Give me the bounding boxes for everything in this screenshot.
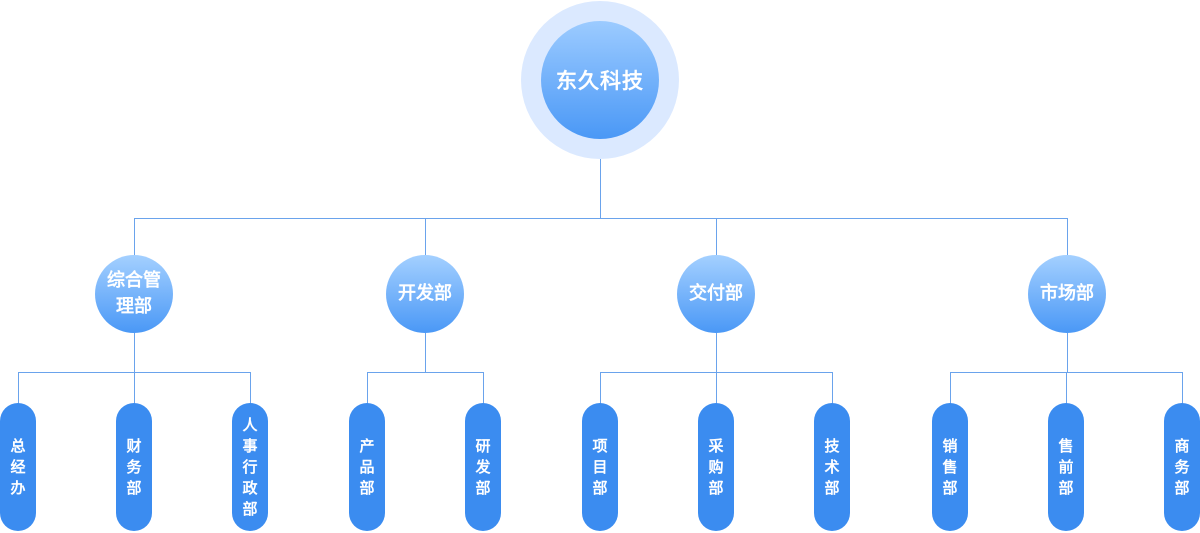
- sub-department-label: 产品部: [359, 436, 375, 497]
- connector-leaf-1-3: [250, 372, 251, 404]
- department-label: 综合管理部: [107, 270, 161, 317]
- sub-department-label: 项目部: [592, 436, 608, 497]
- root-node-label: 东久科技: [556, 69, 644, 93]
- sub-department-label: 采购部: [708, 436, 724, 497]
- connector-leaf-3-2: [716, 372, 717, 404]
- department-node-1: 综合管理部: [95, 255, 173, 333]
- sub-department-label: 总经办: [10, 436, 26, 497]
- connector-root: [600, 159, 601, 219]
- department-label: 市场部: [1040, 283, 1094, 304]
- connector-dept-bus: [134, 218, 1068, 219]
- sub-department-node: 技术部: [814, 403, 850, 531]
- sub-department-label: 财务部: [126, 436, 142, 497]
- connector-dept-2-bus: [367, 372, 484, 373]
- sub-department-label: 售前部: [1058, 436, 1074, 497]
- connector-leaf-2-1: [367, 372, 368, 404]
- connector-leaf-1-2: [134, 372, 135, 404]
- sub-department-node: 产品部: [349, 403, 385, 531]
- sub-department-label: 技术部: [824, 436, 840, 497]
- sub-department-node: 研发部: [465, 403, 501, 531]
- connector-dept-4: [1067, 218, 1068, 255]
- sub-department-label: 研发部: [475, 436, 491, 497]
- department-node-2: 开发部: [386, 255, 464, 333]
- connector-dept-2-stem: [425, 333, 426, 373]
- connector-leaf-3-3: [832, 372, 833, 404]
- connector-leaf-4-3: [1182, 372, 1183, 404]
- sub-department-node: 销售部: [932, 403, 968, 531]
- connector-dept-3-stem: [716, 333, 717, 373]
- sub-department-node: 财务部: [116, 403, 152, 531]
- connector-leaf-2-2: [483, 372, 484, 404]
- connector-dept-3: [716, 218, 717, 255]
- connector-dept-1: [134, 218, 135, 255]
- connector-leaf-4-1: [950, 372, 951, 404]
- connector-leaf-3-1: [600, 372, 601, 404]
- root-node: 东久科技: [541, 21, 659, 139]
- sub-department-node: 项目部: [582, 403, 618, 531]
- sub-department-label: 人事行政部: [242, 415, 258, 518]
- sub-department-node: 商务部: [1164, 403, 1200, 531]
- department-label: 开发部: [398, 283, 452, 304]
- connector-dept-2: [425, 218, 426, 255]
- sub-department-node: 人事行政部: [232, 403, 268, 531]
- connector-dept-1-stem: [134, 333, 135, 373]
- department-label: 交付部: [689, 283, 743, 304]
- department-node-3: 交付部: [677, 255, 755, 333]
- sub-department-label: 销售部: [942, 436, 958, 497]
- sub-department-node: 总经办: [0, 403, 36, 531]
- sub-department-node: 采购部: [698, 403, 734, 531]
- sub-department-node: 售前部: [1048, 403, 1084, 531]
- sub-department-label: 商务部: [1174, 436, 1190, 497]
- connector-dept-4-stem: [1067, 333, 1068, 373]
- connector-leaf-1-1: [18, 372, 19, 404]
- connector-leaf-4-2: [1066, 372, 1067, 404]
- department-node-4: 市场部: [1028, 255, 1106, 333]
